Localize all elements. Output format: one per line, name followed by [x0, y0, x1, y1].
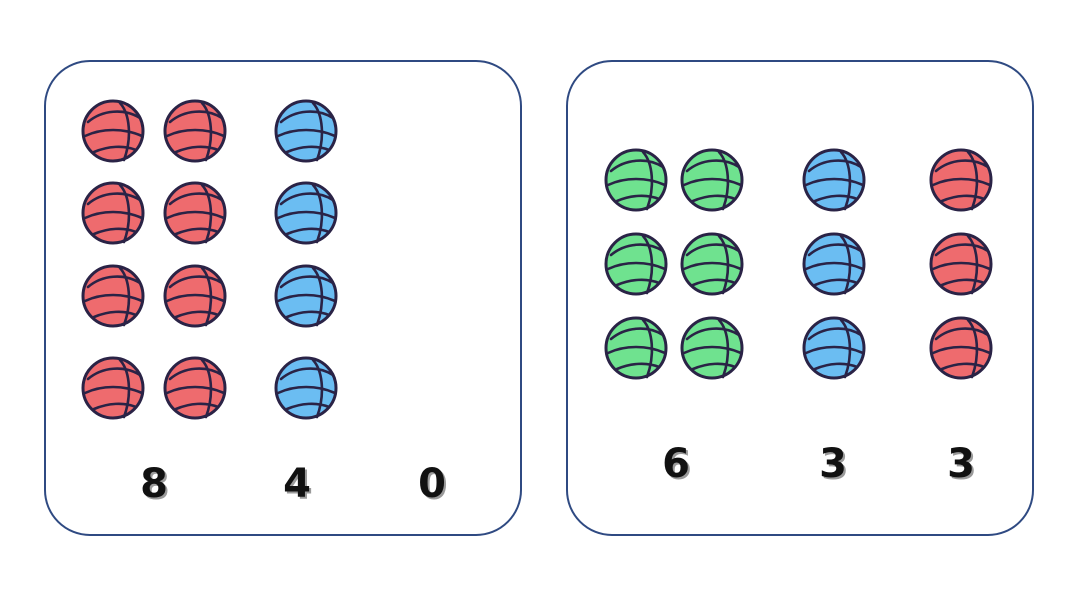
red-ball-icon: [928, 315, 994, 381]
red-ball-icon: [162, 355, 228, 421]
red-ball-icon: [80, 180, 146, 246]
red-ball-icon: [162, 263, 228, 329]
left-count-blue: 4: [283, 461, 311, 507]
red-ball-icon: [928, 147, 994, 213]
blue-ball-icon: [273, 263, 339, 329]
right-count-red: 3: [947, 441, 975, 487]
left-count-empty: 0: [418, 461, 446, 507]
blue-ball-icon: [273, 355, 339, 421]
right-panel: [566, 60, 1034, 536]
right-count-blue: 3: [819, 441, 847, 487]
red-ball-icon: [928, 231, 994, 297]
green-ball-icon: [603, 231, 669, 297]
green-ball-icon: [679, 231, 745, 297]
blue-ball-icon: [801, 147, 867, 213]
red-ball-icon: [80, 355, 146, 421]
green-ball-icon: [603, 315, 669, 381]
right-count-green: 6: [662, 441, 690, 487]
red-ball-icon: [162, 180, 228, 246]
green-ball-icon: [603, 147, 669, 213]
red-ball-icon: [80, 98, 146, 164]
left-count-red: 8: [140, 461, 168, 507]
blue-ball-icon: [801, 231, 867, 297]
red-ball-icon: [80, 263, 146, 329]
blue-ball-icon: [273, 180, 339, 246]
green-ball-icon: [679, 315, 745, 381]
green-ball-icon: [679, 147, 745, 213]
blue-ball-icon: [801, 315, 867, 381]
blue-ball-icon: [273, 98, 339, 164]
red-ball-icon: [162, 98, 228, 164]
